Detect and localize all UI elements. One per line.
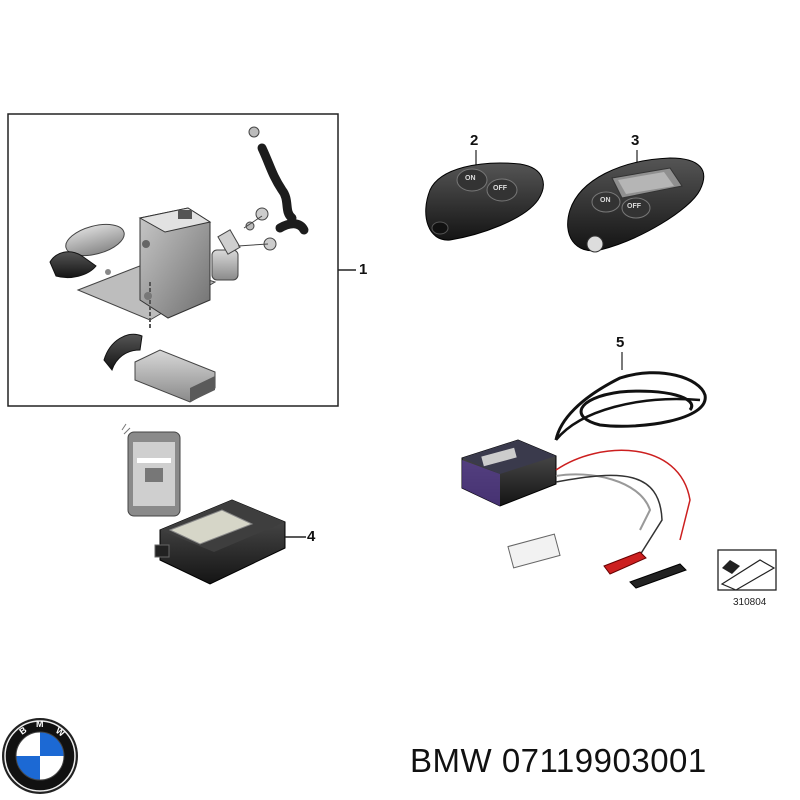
callout-4: 4 [307,528,316,545]
heater-assembly [49,126,309,403]
diagnostic-cable-5 [461,352,707,589]
remote-control-3 [567,150,705,253]
reference-code: 310804 [733,597,767,608]
bmw-roundel-icon: B M W [2,718,78,794]
smartphone-control-unit [121,423,306,585]
remote2-off-label: OFF [493,185,507,192]
heater-kit-frame [7,113,339,407]
remote3-on-label: ON [600,197,611,204]
callout-1: 1 [359,261,368,278]
svg-text:B: B [17,724,28,736]
callout-3: 3 [631,132,640,149]
remote2-on-label: ON [465,175,476,182]
reference-icon [717,549,777,591]
part-number: BMW 07119903001 [410,742,707,779]
remote-control-2 [425,150,544,241]
svg-text:M: M [36,719,44,729]
callout-5: 5 [616,334,625,351]
callout-2: 2 [470,132,479,149]
remote3-off-label: OFF [627,203,641,210]
